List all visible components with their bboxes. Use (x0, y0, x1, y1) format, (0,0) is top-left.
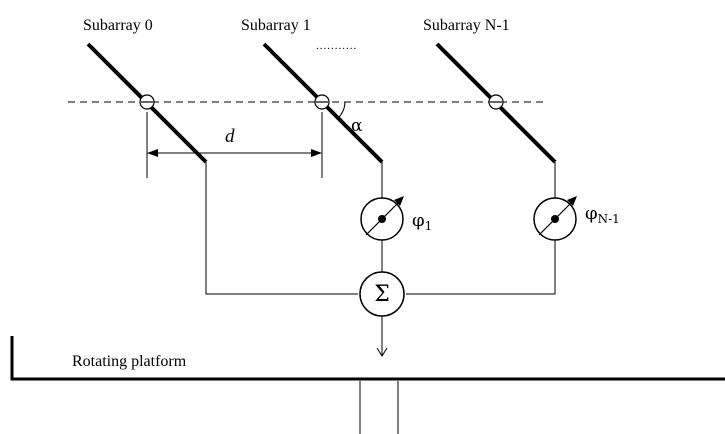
ellipsis: ........... (316, 40, 357, 52)
phase-last-label: φN-1 (585, 203, 620, 226)
pivot-0 (139, 94, 155, 110)
subarray-1-label: Subarray 1 (241, 17, 311, 34)
tilt-angle-arc (337, 101, 346, 119)
feed-line-last-bottom (406, 240, 556, 295)
feed-line-0 (205, 162, 358, 295)
tilt-angle-label: α (351, 116, 363, 136)
spacing-label: d (225, 126, 235, 147)
platform-label: Rotating platform (72, 353, 187, 370)
phase-shifter-1 (360, 196, 404, 241)
platform-line (10, 336, 725, 381)
output-arrow-head (376, 347, 388, 357)
phase-shifter-last (533, 196, 577, 241)
phase-1-label: φ1 (412, 210, 432, 233)
summer-symbol: Σ (374, 282, 390, 307)
subarray-last-label: Subarray N-1 (423, 17, 510, 34)
subarray-0-label: Subarray 0 (83, 17, 153, 34)
spacing-dimension (146, 112, 323, 178)
pivot-1 (314, 94, 330, 110)
pivot-last (488, 94, 504, 110)
